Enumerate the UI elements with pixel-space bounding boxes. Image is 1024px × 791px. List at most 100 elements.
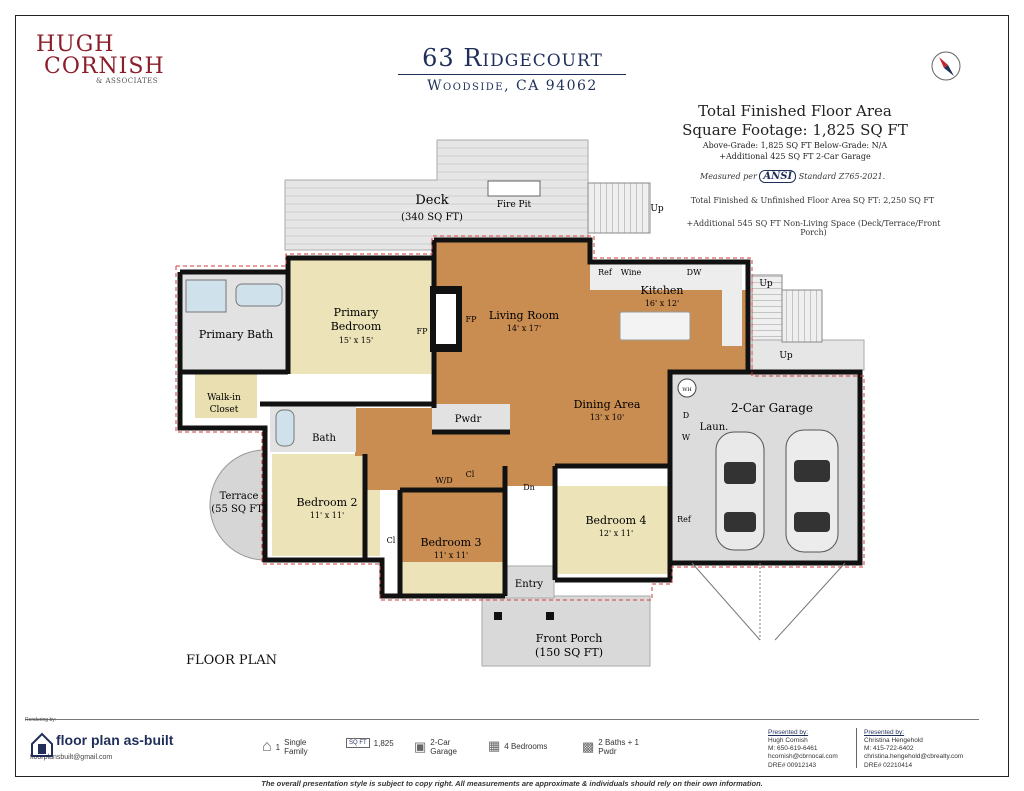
dining-area-size: 13' x 10' [590,413,624,422]
floor-plan: Deck (340 SQ FT) Fire Pit Up Up Up Prima… [175,139,865,667]
garage-door [691,562,846,641]
kitchen-size: 16' x 12' [645,299,679,308]
finished-area-outline [175,235,865,601]
entry-label: Entry [515,579,544,590]
grade-breakdown: Above-Grade: 1,825 SQ FT Below-Grade: N/… [702,141,888,150]
front-porch [481,595,651,667]
floor-area-summary: Total Finished Floor Area Square Footage… [660,102,930,161]
sqft-icon: SQ FT [346,738,370,748]
logo-line-1: HUGH [36,32,115,57]
porch-post [546,612,554,620]
side-landing [751,339,865,371]
rendering-by-label: Rendering by: [25,717,57,723]
floorplan-logo-icon [31,732,53,757]
up-label: Up [779,351,793,361]
brand-email: floorplansbuilt@gmail.com [30,754,113,761]
primary-bedroom-floor [288,258,434,374]
presenter-email[interactable]: hcornish@cbrnocal.com [768,753,838,761]
stat-label: 1,825 [373,738,394,748]
fire-pit [487,180,541,197]
presenter-name: Hugh Cornish [768,737,808,745]
bath-label: Bath [312,433,336,444]
deck-label: Deck [415,193,448,208]
stat-garage: ▣ 2-Car Garage [414,738,460,756]
dining-area-label: Dining Area [574,398,641,411]
deck-size: (340 SQ FT) [401,212,463,223]
bedroom-3-size: 11' x 11' [434,551,468,560]
presenter-divider [856,728,857,768]
bedroom-4-size: 12' x 11' [599,529,633,538]
floor-plan-label: FLOOR PLAN [186,653,278,668]
logo-line-3: & ASSOCIATES [96,77,159,85]
non-living-area: +Additional 545 SQ FT Non-Living Space (… [686,219,941,237]
renderer-brand: floor plan as-built floorplansbuilt@gmai… [30,732,173,761]
fireplace-label: FP [417,327,429,336]
presenter-heading: Presented by: [768,729,809,736]
bed-icon: ▦ [488,738,501,753]
presenter-heading: Presented by: [864,729,905,736]
dryer-label: D [683,411,689,420]
powder-room-label: Pwdr [455,414,482,425]
side-stairs [781,289,823,343]
living-room-size: 14' x 17' [507,324,541,333]
bedroom-3-label: Bedroom 3 [420,536,481,549]
walk-in-closet-label: Walk-in [207,393,241,403]
presenter-1: Presented by: Hugh Cornish M: 650-619-64… [768,729,838,770]
bedroom-2-floor [272,454,380,556]
measured-suffix: Standard Z765-2021. [798,172,886,181]
dishwasher-label: DW [687,268,702,277]
footer-divider [25,719,979,720]
property-subtitle: Woodside, CA 94062 [427,78,598,94]
presenter-name: Christina Hengehold [864,737,923,745]
total-area: Total Finished & Unfinished Floor Area S… [690,196,935,205]
ansi-badge: ANSI [759,170,797,183]
presenter-phone: M: 650-619-6461 [768,745,818,753]
entry-step [505,565,555,599]
square-footage: Square Footage: 1,825 SQ FT [682,121,908,139]
compass-icon [931,51,961,81]
porch-post [494,612,502,620]
page-frame [15,15,1009,777]
down-label: Dn [523,483,535,492]
measured-note: Measured per ANSI Standard Z765-2021. [700,170,930,183]
car-icon [715,431,765,551]
garage-refrigerator-label: Ref [677,515,692,524]
powder-room-floor [432,404,510,432]
up-label: Up [759,279,773,289]
stat-sqft: SQ FT 1,825 [346,738,394,748]
bath-tub [275,409,295,447]
terrace-size: (55 SQ FT) [211,504,267,515]
kitchen-counter-top [590,262,740,290]
title-divider [398,74,626,75]
stat-label: 2 Baths + 1 Pwdr [598,738,639,756]
water-heater-icon [677,378,697,398]
measured-prefix: Measured per [700,172,757,181]
kitchen-label: Kitchen [641,284,684,297]
washer-label: W [682,433,691,442]
terrace-label: Terrace [220,491,259,502]
bedroom-2-label: Bedroom 2 [296,496,357,509]
presenter-email[interactable]: christina.hengehold@cbrealty.com [864,753,964,761]
bath-icon: ▩ [582,739,595,754]
shower-fixture [185,279,227,313]
primary-bedroom-label: Primary [334,306,379,319]
closet-label: Cl [387,536,396,545]
closet-label: Cl [466,470,475,479]
stat-label: Single Family [284,738,308,756]
refrigerator-label: Ref [598,268,613,277]
walls [177,237,863,599]
fireplace-hearth [436,294,456,344]
front-porch-size: (150 SQ FT) [535,646,603,659]
garage-icon: ▣ [414,739,427,754]
car-icon [785,429,839,553]
garage-label: 2-Car Garage [731,401,813,415]
stat-label: 4 Bedrooms [504,741,548,751]
property-title: 63 Ridgecourt [422,44,603,72]
stat-prefix: 1 [275,742,281,752]
garage-area: +Additional 425 SQ FT 2-Car Garage [719,152,871,161]
stat-single-family: ⌂ 1 Single Family [262,738,318,756]
laundry-label: Laun. [700,422,729,433]
fire-pit-label: Fire Pit [497,200,532,210]
house-icon: ⌂ [262,738,272,755]
water-heater-label: WH [682,387,692,393]
